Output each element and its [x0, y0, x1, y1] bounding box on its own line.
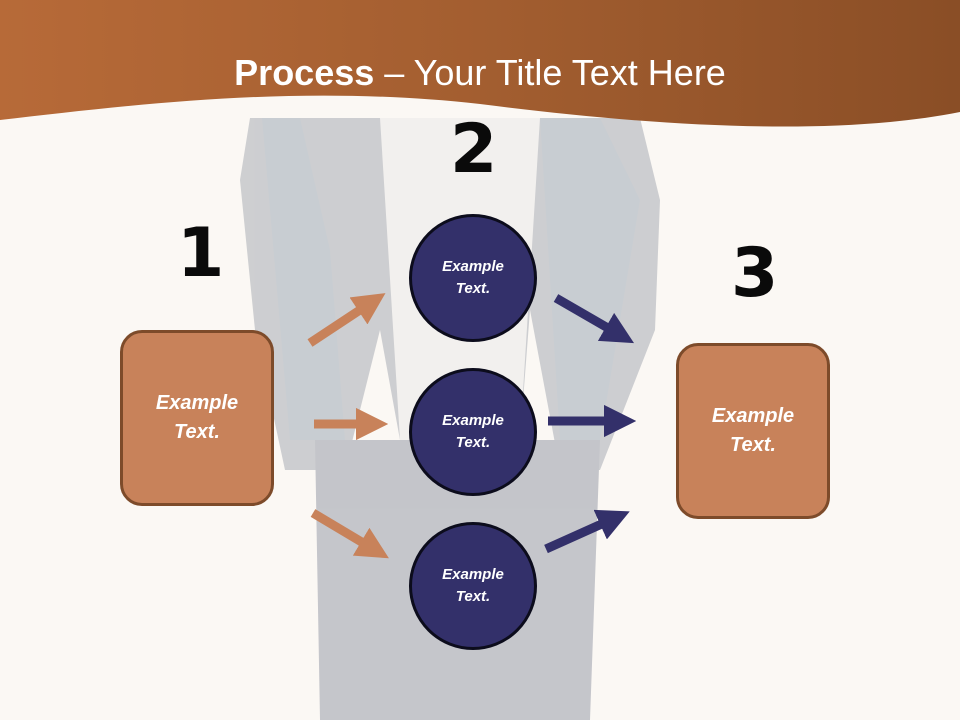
circle-middle: Example Text.: [409, 368, 537, 496]
left-box: Example Text.: [120, 330, 274, 506]
step-number-2: 2: [450, 110, 498, 189]
arrow-navy-up: [544, 509, 630, 554]
slide-title: Process – Your Title Text Here: [0, 52, 960, 94]
circle-bottom: Example Text.: [409, 522, 537, 650]
circle-top: Example Text.: [409, 214, 537, 342]
background-photo: [240, 118, 660, 720]
circle-bottom-text: Example Text.: [442, 565, 504, 606]
right-box-text: Example Text.: [711, 405, 795, 456]
arrow-orange-up: [307, 293, 386, 347]
circle-middle-text: Example Text.: [442, 411, 504, 452]
step-number-1: 1: [177, 214, 225, 293]
right-box: Example Text.: [676, 343, 830, 519]
circle-top-text: Example Text.: [442, 257, 504, 298]
arrow-orange-down: [310, 509, 389, 559]
title-banner: [0, 0, 960, 127]
title-bold: Process: [234, 52, 375, 93]
title-rest: – Your Title Text Here: [374, 52, 726, 93]
step-number-3: 3: [731, 234, 779, 313]
arrow-navy-down: [553, 294, 635, 344]
left-box-text: Example Text.: [155, 392, 239, 443]
